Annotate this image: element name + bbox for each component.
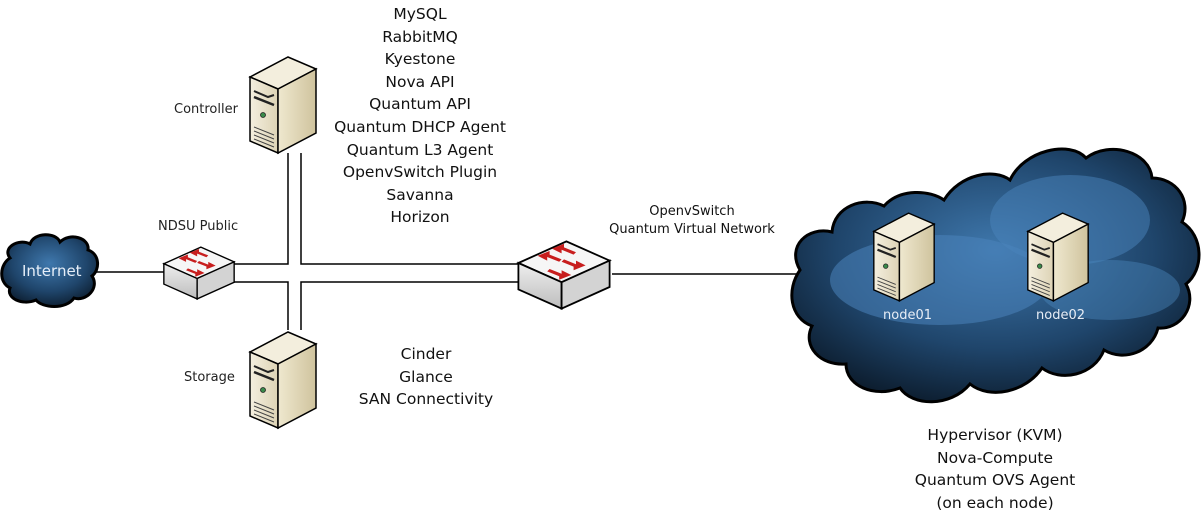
storage-services: Cinder Glance SAN Connectivity [326,343,526,411]
controller-services: MySQL RabbitMQ Kyestone Nova API Quantum… [320,3,520,229]
service-item: Cinder [400,345,452,363]
service-item: Quantum OVS Agent [914,471,1076,490]
link-ndsu-controller [234,153,289,265]
ovs-switch-label: OpenvSwitch Quantum Virtual Network [592,203,792,239]
service-item: Quantum L3 Agent [346,140,494,159]
controller-server-icon [248,55,318,155]
service-item: SAN Connectivity [358,390,494,409]
ovs-label-line1: OpenvSwitch [649,204,735,219]
node01-server-icon [872,211,936,303]
service-item: Hypervisor (KVM) [927,426,1063,444]
ovs-switch-icon [517,240,611,310]
link-ndsu-storage [234,281,289,330]
compute-cloud-icon [790,147,1201,404]
network-links [96,153,800,330]
controller-label: Controller [174,102,238,117]
compute-services: Hypervisor (KVM) Nova-Compute Quantum OV… [900,424,1090,514]
service-item: Horizon [390,208,450,227]
service-item: Nova-Compute [936,448,1054,467]
service-item: (on each node) [936,493,1054,512]
ndsu-switch-icon [163,246,235,300]
service-item: Glance [399,367,453,386]
node02-server-icon [1026,211,1090,303]
service-item: Kyestone [384,50,456,69]
ndsu-switch-label: NDSU Public [158,219,239,234]
link-controller-ovs [300,153,520,265]
internet-label: Internet [22,262,82,280]
service-item: Savanna [386,185,454,204]
internet-cloud-icon [0,233,99,308]
service-item: Quantum DHCP Agent [334,117,506,136]
storage-label: Storage [184,370,235,385]
service-item: MySQL [393,5,447,23]
node01-label: node01 [883,308,932,323]
service-item: Quantum API [369,95,471,114]
node02-label: node02 [1036,308,1085,323]
service-item: RabbitMQ [382,27,458,46]
link-storage-ovs [300,281,520,330]
service-item: Nova API [385,72,455,91]
storage-server-icon [248,330,318,430]
ovs-label-line2: Quantum Virtual Network [609,222,775,237]
service-item: OpenvSwitch Plugin [342,163,498,182]
